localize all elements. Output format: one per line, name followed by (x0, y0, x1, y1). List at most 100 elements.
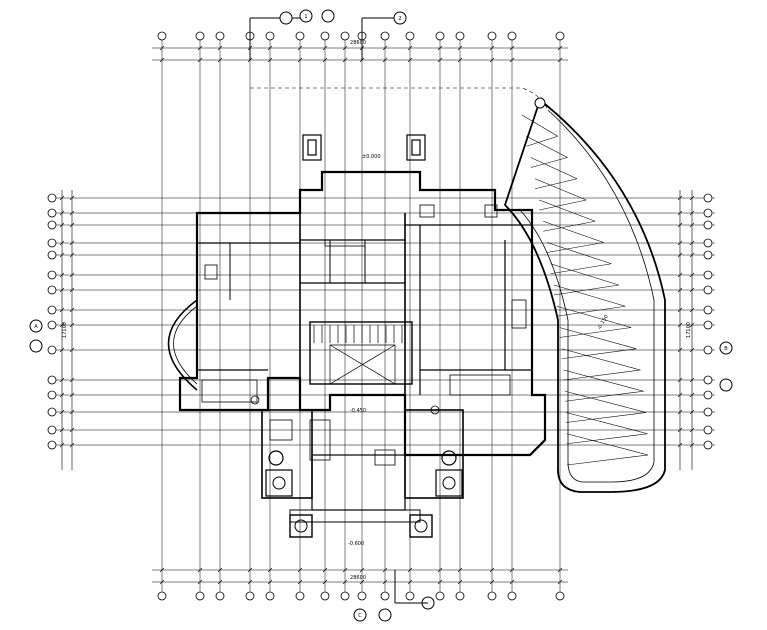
dimension-chains (59, 45, 695, 585)
dim-tick (342, 579, 348, 585)
axis-bubble (157, 31, 167, 41)
dim-tick (69, 252, 75, 258)
truss-member (539, 199, 596, 222)
dim-tick (59, 409, 65, 415)
dim-tick (69, 377, 75, 383)
dim-tick (217, 57, 223, 63)
dim-left: 17100 (62, 322, 68, 338)
axis-bubble (703, 305, 713, 315)
dim-tick (297, 567, 303, 573)
axis-bubble (47, 345, 57, 355)
dim-tick (159, 567, 165, 573)
axis-bubble (265, 591, 275, 601)
axis-bubble (703, 220, 713, 230)
dim-tick (407, 57, 413, 63)
dim-tick (197, 579, 203, 585)
truss-member (530, 157, 568, 168)
axis-bubble (47, 208, 57, 218)
dim-tick (689, 347, 695, 353)
axis-bubble (215, 591, 225, 601)
dim-tick (457, 57, 463, 63)
dim-tick (342, 567, 348, 573)
dim-tick (457, 567, 463, 573)
axis-bubble (405, 591, 415, 601)
dim-tick (69, 307, 75, 313)
axis-bubble (47, 407, 57, 417)
dim-tick (677, 347, 683, 353)
axis-bubble (507, 31, 517, 41)
axis-bubble (703, 407, 713, 417)
axis-bubble (555, 591, 565, 601)
eave-line (250, 87, 549, 111)
axis-bubble (703, 270, 713, 280)
truss-member (546, 242, 604, 253)
dim-tick (359, 567, 365, 573)
dim-tick (69, 272, 75, 278)
truss-member (556, 305, 632, 328)
truss-member (559, 327, 637, 350)
dim-tick (457, 579, 463, 585)
truss-member (566, 433, 649, 456)
axis-bubble (703, 390, 713, 400)
dim-tick (322, 579, 328, 585)
truss-member (521, 114, 558, 137)
axis-bubble (320, 591, 330, 601)
dim-tick (247, 579, 253, 585)
axis-bubble (295, 591, 305, 601)
dim-tick (407, 579, 413, 585)
axis-bubble (703, 208, 713, 218)
axis-bubble (47, 285, 57, 295)
truss-member (553, 284, 626, 307)
dim-tick (677, 392, 683, 398)
dim-tick (59, 377, 65, 383)
dim-tick (59, 347, 65, 353)
dim-tick (59, 442, 65, 448)
dim-tick (677, 252, 683, 258)
dim-tick (267, 45, 273, 51)
truss-member (561, 348, 637, 360)
level-garage: -0.150 (597, 314, 610, 331)
stair (309, 321, 413, 385)
axis-bubble (703, 193, 713, 203)
axis-bubble (195, 591, 205, 601)
dim-tick (267, 57, 273, 63)
truss-member (550, 263, 612, 275)
dim-tick (382, 45, 388, 51)
dim-tick (69, 409, 75, 415)
dim-tick (267, 579, 273, 585)
dim-tick (247, 567, 253, 573)
level-stair: ±0.000 (362, 154, 381, 160)
dim-tick (69, 287, 75, 293)
dim-tick (677, 322, 683, 328)
section-mark-top-left: 1 (249, 9, 313, 60)
dim-tick (557, 57, 563, 63)
dim-tick (59, 287, 65, 293)
dim-tick (322, 57, 328, 63)
dim-tick (457, 45, 463, 51)
dim-tick (59, 195, 65, 201)
truss-member (564, 390, 647, 413)
entrance-porch (261, 409, 464, 538)
axis-bubbles (47, 31, 713, 601)
axis-bubble (703, 440, 713, 450)
dim-tick (69, 195, 75, 201)
dim-tick (217, 567, 223, 573)
dim-tick (59, 322, 65, 328)
dim-tick (69, 347, 75, 353)
axis-bubble (507, 591, 517, 601)
level-hall: -0.450 (350, 408, 366, 414)
axis-bubble (47, 425, 57, 435)
dim-tick (59, 240, 65, 246)
dim-tick (437, 567, 443, 573)
dim-tick (689, 252, 695, 258)
axis-bubble (703, 320, 713, 330)
outer-wall (178, 170, 547, 457)
dim-top: 28600 (350, 40, 366, 46)
dim-tick (689, 322, 695, 328)
dim-tick (489, 45, 495, 51)
level-entry: -0.600 (348, 541, 364, 547)
axis-bubble (47, 238, 57, 248)
dim-tick (69, 392, 75, 398)
svg-text:1: 1 (304, 14, 307, 20)
